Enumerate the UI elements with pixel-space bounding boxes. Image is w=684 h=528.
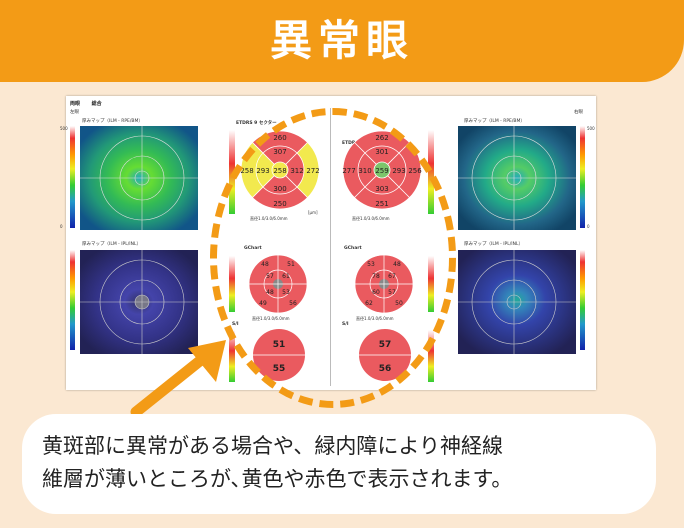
report-tab-both: 両眼 [70, 101, 81, 107]
left-si-colorbar [229, 330, 235, 382]
report-tab-total: 総合 [91, 101, 102, 107]
pointer-arrow-icon [130, 340, 226, 418]
right-si-colorbar [428, 330, 434, 382]
left-gcl-colorbar [70, 250, 75, 350]
colorbar-tick: 0 [587, 224, 590, 229]
right-eye-label: 右眼 [574, 110, 583, 115]
left-eye-label: 左眼 [70, 110, 79, 115]
right-gcl-map-label: 厚みマップ（ILM - IPL/INL） [464, 242, 523, 247]
left-etdrs-title: ETDRS 9 セクター [236, 121, 277, 126]
colorbar-tick: 500 [587, 126, 595, 131]
right-gcl-colorbar [580, 250, 585, 350]
left-thickness-scan [80, 126, 198, 230]
page-title: 異常眼 [269, 16, 414, 65]
explanation-text: 黄斑部に異常がある場合や、緑内障により神経線 維層が薄いところが､黄色や赤色で表… [42, 430, 642, 496]
right-thickness-scan [458, 126, 576, 230]
explanation-line-2: 維層が薄いところが､黄色や赤色で表示されます。 [42, 467, 513, 491]
highlight-dashed-ring [210, 108, 456, 408]
colorbar-tick: 500 [60, 126, 68, 131]
right-thickness-colorbar [580, 126, 585, 228]
left-gcl-scan [80, 250, 198, 354]
header-banner: 異常眼 [0, 0, 684, 82]
left-thickness-colorbar [70, 126, 75, 228]
report-topbar: 両眼 総合 [70, 100, 112, 107]
left-thickness-map-label: 厚みマップ（ILM - RPE/BM） [82, 119, 143, 124]
colorbar-tick: 0 [60, 224, 63, 229]
right-gcl-scan [458, 250, 576, 354]
right-thickness-map-label: 厚みマップ（ILM - RPE/BM） [464, 119, 525, 124]
explanation-line-1: 黄斑部に異常がある場合や、緑内障により神経線 [42, 434, 503, 458]
explanation-box: 黄斑部に異常がある場合や、緑内障により神経線 維層が薄いところが､黄色や赤色で表… [22, 414, 656, 514]
left-gcl-map-label: 厚みマップ（ILM - IPL/INL） [82, 242, 141, 247]
